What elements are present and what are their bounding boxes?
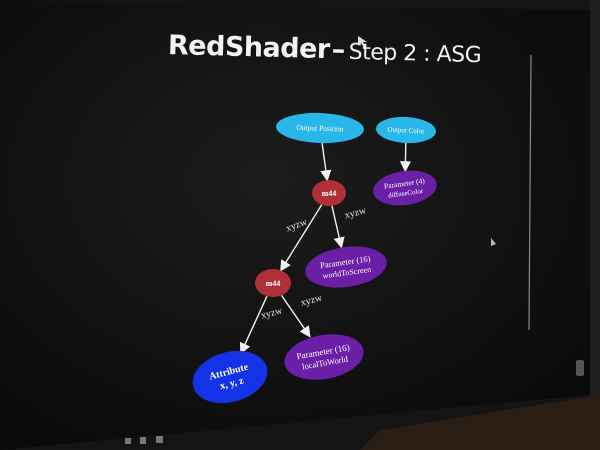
- node-output-position: Output Position: [276, 112, 364, 144]
- node-shape: [373, 170, 437, 206]
- edge-output-position-to-m44-top: [320, 142, 332, 182]
- taskbar-icon: [125, 438, 131, 444]
- node-output-color: Output Color: [376, 116, 436, 144]
- node-label: Output Position: [296, 123, 344, 134]
- node-shape: [276, 112, 364, 144]
- node-m44-top: m44: [312, 180, 346, 206]
- node-m44-bottom: m44: [255, 269, 291, 297]
- node-label: m44: [322, 189, 337, 198]
- monitor-led: [576, 360, 584, 376]
- desk-surface: [360, 395, 600, 450]
- node-shape: [376, 116, 436, 144]
- node-shape: [255, 269, 291, 297]
- node-shape: [312, 180, 346, 206]
- taskbar-icon: [156, 436, 163, 443]
- taskbar-icon: [140, 437, 146, 444]
- edge-m44-bottom-to-parameter-local-to-world: [280, 294, 311, 338]
- monitor-right-edge: [585, 0, 600, 450]
- node-parameter-diffuse-color: Parameter (4)diffuseColor: [373, 170, 437, 206]
- edge-m44-top-to-m44-bottom: [280, 204, 323, 272]
- node-parameter-world-to-screen: Parameter (16)worldToScreen: [305, 246, 387, 288]
- edge-m44-bottom-to-attribute-xyz: [239, 295, 268, 355]
- node-shape: [305, 246, 387, 288]
- node-shape: [192, 350, 268, 404]
- slide-title-main: RedShader: [167, 30, 331, 66]
- slide-title-subtitle: Step 2 : ASG: [348, 39, 482, 69]
- edge-m44-top-to-parameter-world-to-screen: [331, 205, 345, 249]
- mouse-cursor-icon: [358, 36, 367, 48]
- taskbar-icons: [125, 436, 163, 444]
- node-parameter-local-to-world: Parameter (16)localToWorld: [284, 334, 364, 380]
- slide-divider-line: [528, 54, 532, 331]
- small-cursor-icon: [491, 238, 496, 246]
- node-label: m44: [266, 279, 281, 288]
- slide-title-dash: –: [331, 34, 346, 66]
- node-shape: [284, 334, 364, 380]
- node-label: Output Color: [387, 125, 425, 135]
